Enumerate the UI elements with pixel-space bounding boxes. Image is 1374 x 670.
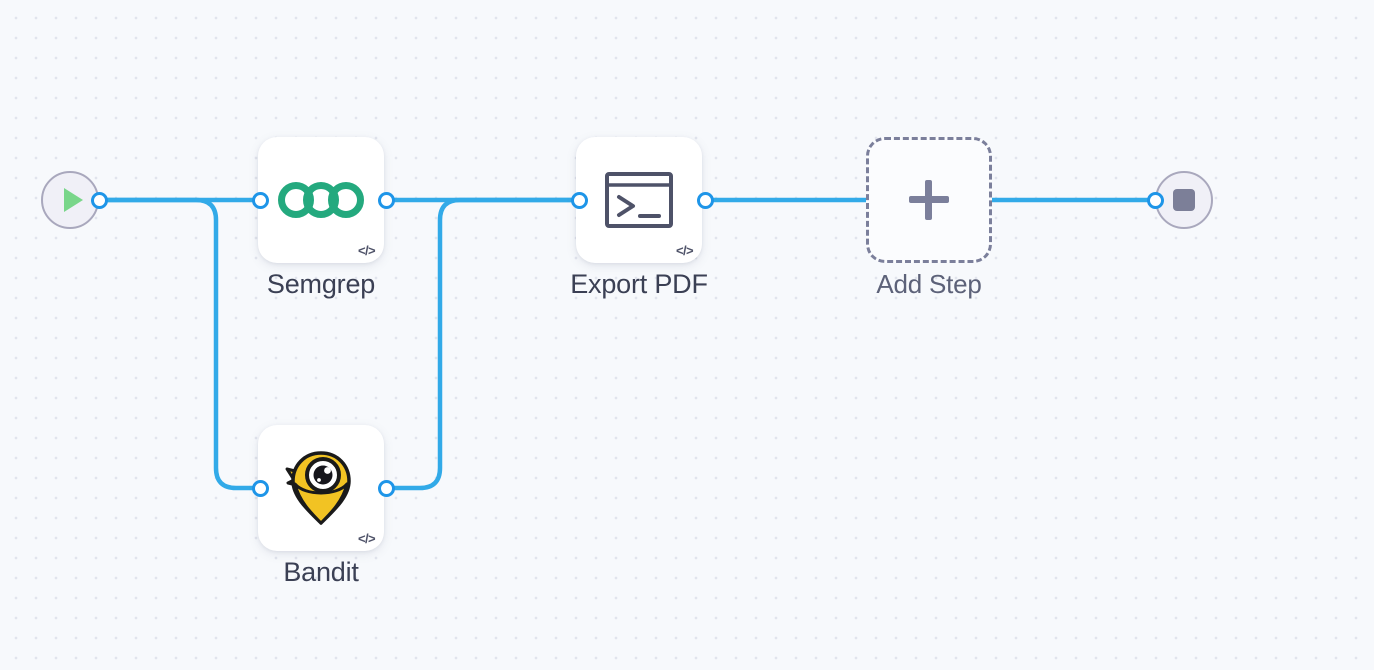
node-export-pdf[interactable]: </> Export PDF: [570, 137, 708, 299]
end-node[interactable]: [1155, 171, 1213, 229]
node-semgrep-card[interactable]: </>: [258, 137, 384, 263]
code-badge-icon: </>: [358, 531, 376, 546]
code-badge-icon: </>: [676, 243, 694, 258]
node-bandit[interactable]: </> Bandit: [258, 425, 384, 587]
node-add-step[interactable]: Add Step: [866, 137, 992, 299]
plus-icon: [909, 180, 949, 220]
port-end-in[interactable]: [1147, 192, 1164, 209]
port-semgrep-out[interactable]: [378, 192, 395, 209]
node-export-pdf-label: Export PDF: [570, 269, 708, 299]
port-semgrep-in[interactable]: [252, 192, 269, 209]
start-node[interactable]: [41, 171, 99, 229]
code-badge-icon: </>: [358, 243, 376, 258]
add-step-button[interactable]: [866, 137, 992, 263]
port-export-pdf-out[interactable]: [697, 192, 714, 209]
node-export-pdf-card[interactable]: </>: [576, 137, 702, 263]
stop-icon: [1173, 189, 1195, 211]
edge-start-to-bandit: [96, 197, 264, 491]
port-bandit-out[interactable]: [378, 480, 395, 497]
play-icon: [63, 188, 83, 212]
node-add-step-label: Add Step: [876, 269, 982, 299]
node-semgrep-label: Semgrep: [266, 269, 376, 299]
terminal-icon: [605, 172, 673, 228]
edge-bandit-to-export-pdf: [384, 197, 582, 491]
node-bandit-label: Bandit: [283, 557, 359, 587]
port-start-out[interactable]: [91, 192, 108, 209]
semgrep-logo-icon: [278, 182, 364, 218]
node-semgrep[interactable]: </> Semgrep: [258, 137, 384, 299]
port-export-pdf-in[interactable]: [571, 192, 588, 209]
port-bandit-in[interactable]: [252, 480, 269, 497]
bandit-logo-icon: [285, 451, 351, 525]
node-bandit-card[interactable]: </>: [258, 425, 384, 551]
